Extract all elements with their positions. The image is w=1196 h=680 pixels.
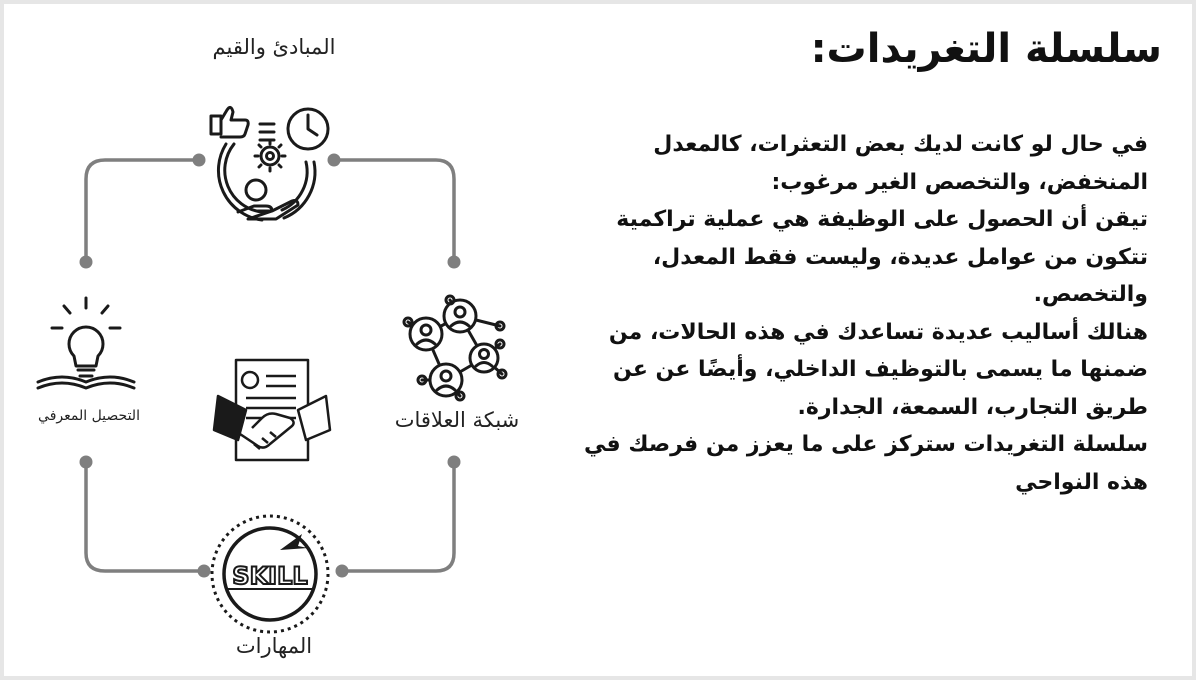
- principles-icon: [211, 107, 328, 220]
- connector-knowledge-skills: [86, 462, 204, 571]
- knowledge-label: التحصيل المعرفي: [34, 406, 144, 427]
- slide-canvas: سلسلة التغريدات: في حال لو كانت لديك بعض…: [4, 4, 1192, 676]
- body-paragraph: سلسلة التغريدات ستركز على ما يعزز من فرص…: [548, 426, 1148, 501]
- slide-title: سلسلة التغريدات:: [811, 26, 1162, 72]
- skills-label: المهارات: [204, 634, 344, 658]
- connector-network-skills: [342, 462, 454, 571]
- connector-principles-knowledge: [86, 160, 199, 262]
- body-paragraph: في حال لو كانت لديك بعض التعثرات، كالمعد…: [548, 126, 1148, 201]
- body-text: في حال لو كانت لديك بعض التعثرات، كالمعد…: [548, 126, 1148, 501]
- skill-badge-text: SKILL: [232, 562, 307, 590]
- body-paragraph: تيقن أن الحصول على الوظيفة هي عملية تراك…: [548, 201, 1148, 314]
- handshake-contract-icon: [214, 360, 330, 460]
- network-label: شبكة العلاقات: [372, 408, 542, 432]
- body-paragraph: هنالك أساليب عديدة تساعدك في هذه الحالات…: [548, 314, 1148, 427]
- knowledge-icon: [38, 298, 134, 388]
- skill-icon: SKILL: [212, 516, 328, 632]
- cycle-diagram: SKILL: [4, 4, 564, 676]
- connector-principles-network: [334, 160, 454, 262]
- principles-label: المبادئ والقيم: [204, 32, 344, 63]
- network-icon: [404, 296, 506, 400]
